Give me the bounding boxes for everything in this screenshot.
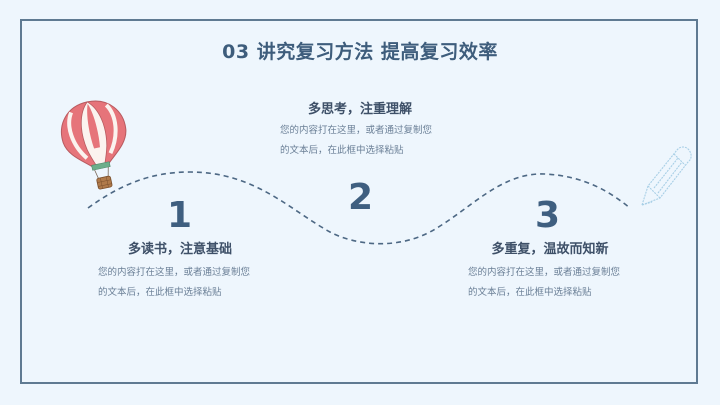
step-3-body: 您的内容打在这里，或者通过复制您 的文本后，在此框中选择粘贴 [468,267,621,298]
step-1-number: 1 [167,195,193,236]
step-3-block: 多重复，温故而知新 您的内容打在这里，或者通过复制您 的文本后，在此框中选择粘贴 [450,241,650,303]
step-1-block: 多读书，注意基础 您的内容打在这里，或者通过复制您 的文本后，在此框中选择粘贴 [80,241,280,303]
slide-title: 03 讲究复习方法 提高复习效率 [222,41,498,63]
pencil-icon [641,146,692,206]
step-2-number: 2 [348,177,374,218]
hot-air-balloon-icon [61,100,127,190]
step-2-heading: 多思考，注重理解 [307,102,412,117]
step-3-heading: 多重复，温故而知新 [491,242,609,257]
step-1-heading: 多读书，注意基础 [127,242,232,257]
step-2-body: 您的内容打在这里，或者通过复制您 的文本后，在此框中选择粘贴 [280,125,433,156]
step-3-number: 3 [535,195,561,236]
step-1-body: 您的内容打在这里，或者通过复制您 的文本后，在此框中选择粘贴 [98,267,251,298]
slide-frame [20,19,698,384]
step-2-block: 多思考，注重理解 您的内容打在这里，或者通过复制您 的文本后，在此框中选择粘贴 [260,101,460,161]
